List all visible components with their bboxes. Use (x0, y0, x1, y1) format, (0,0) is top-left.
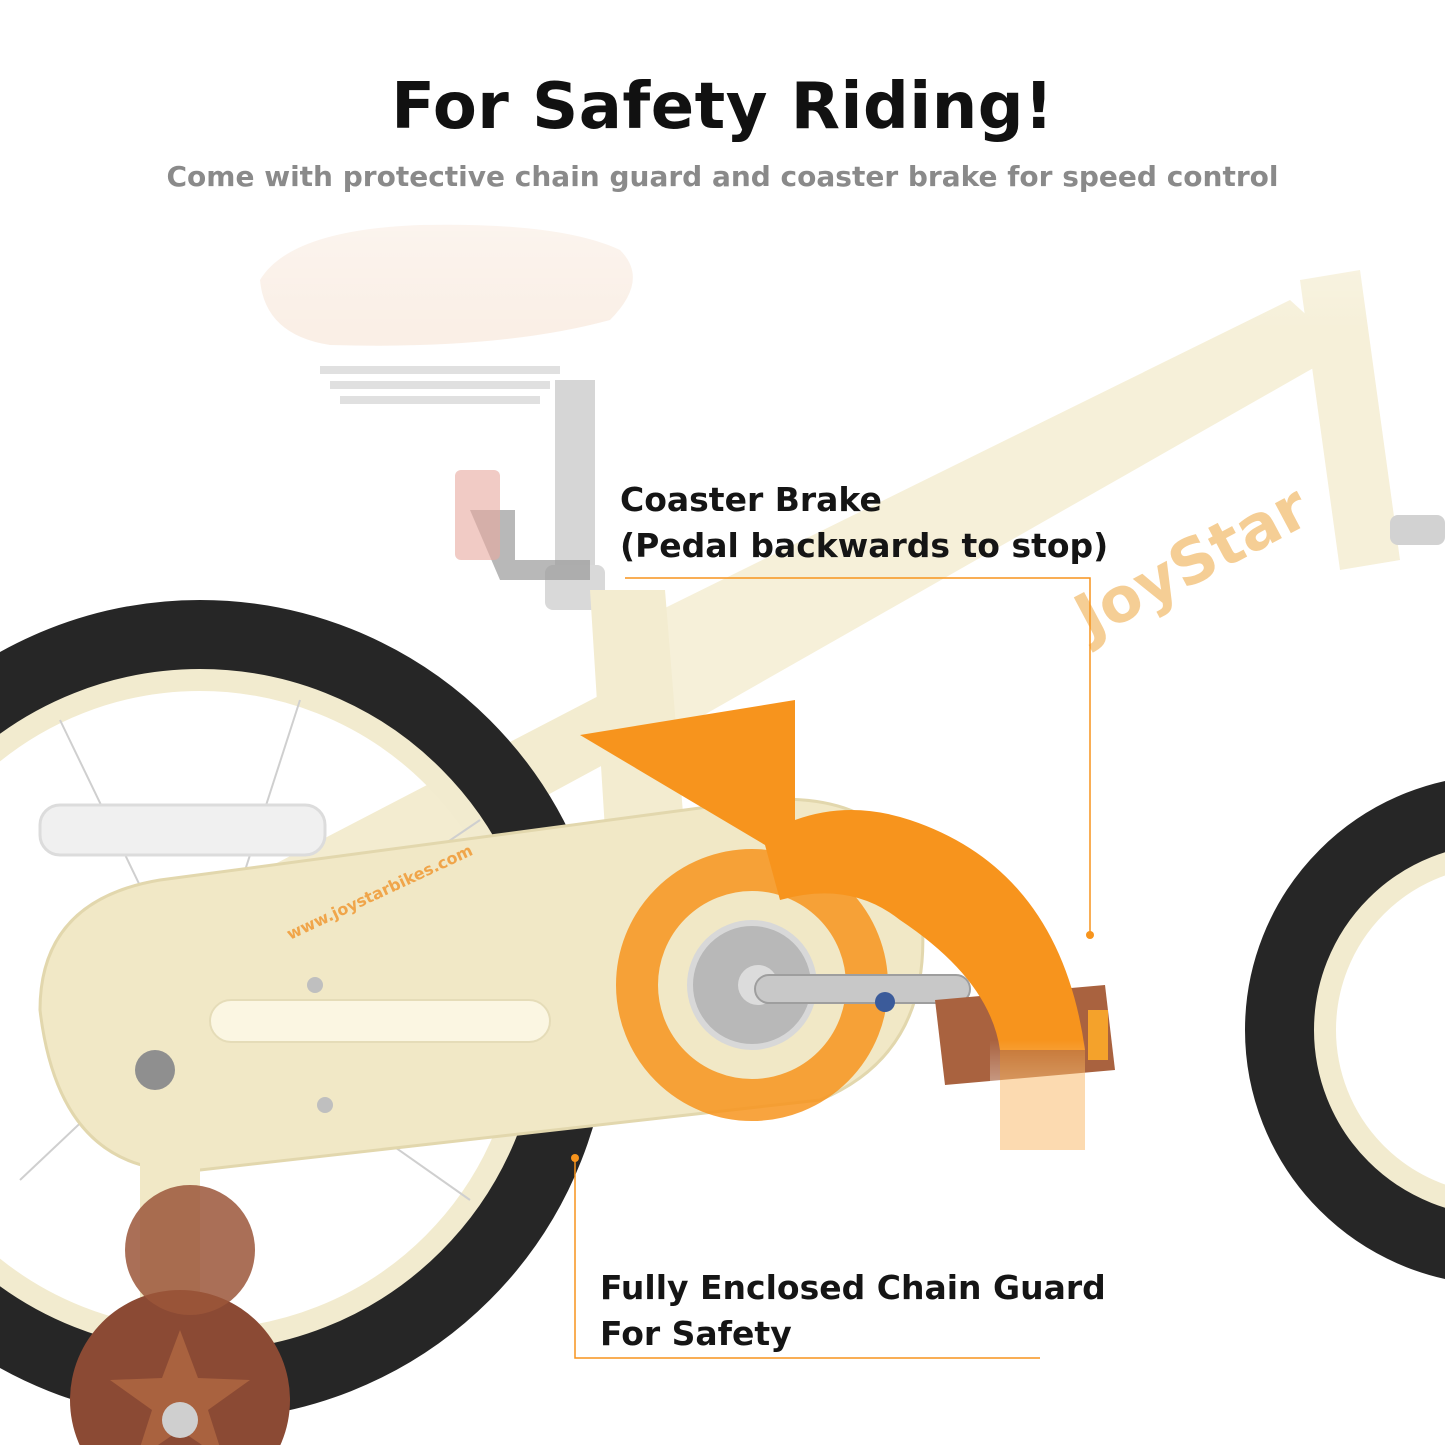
crank-arm (754, 974, 971, 1004)
coaster-brake-label: Coaster Brake (620, 480, 882, 519)
brake-leader-line (625, 577, 1091, 935)
crank-sticker (875, 992, 895, 1012)
front-tire (1245, 781, 1445, 1279)
rear-reflector (455, 470, 500, 560)
guard-leader-line (574, 1158, 1040, 1359)
saddle-spring (320, 366, 560, 404)
page-subtitle: Come with protective chain guard and coa… (166, 160, 1279, 193)
guard-leader-dot (571, 1154, 579, 1162)
chain-guard-slot (209, 999, 551, 1043)
chain-guard-label: Fully Enclosed Chain Guard (600, 1268, 1106, 1307)
arrow-fade-tail (990, 1040, 1085, 1160)
seat-post (555, 380, 595, 570)
training-wheel-hub (162, 1402, 198, 1438)
spoke-reflector (38, 803, 327, 857)
front-rim (1314, 852, 1445, 1208)
guard-bolt (307, 977, 323, 993)
brake-leader-dot (1086, 931, 1094, 939)
counterclockwise-arrow-icon (580, 700, 1085, 1050)
head-tube (1300, 270, 1400, 570)
coaster-brake-note: (Pedal backwards to stop) (620, 526, 1109, 565)
top-tube (600, 300, 1345, 740)
headset (1390, 515, 1445, 545)
arrow-tail (1000, 1050, 1085, 1150)
page-title: For Safety Riding! (391, 70, 1054, 144)
coaster-brake-callout: Coaster Brake (Pedal backwards to stop) (620, 477, 1108, 569)
rear-axle-nut (135, 1050, 175, 1090)
chain-guard-callout: Fully Enclosed Chain Guard For Safety (600, 1265, 1106, 1357)
guard-bolt (317, 1097, 333, 1113)
rear-hub-brown (125, 1185, 255, 1315)
chain-guard-note: For Safety (600, 1314, 792, 1353)
training-wheel-star (110, 1330, 250, 1445)
pedal-reflector (1088, 1010, 1108, 1060)
top-fade (0, 0, 1445, 330)
